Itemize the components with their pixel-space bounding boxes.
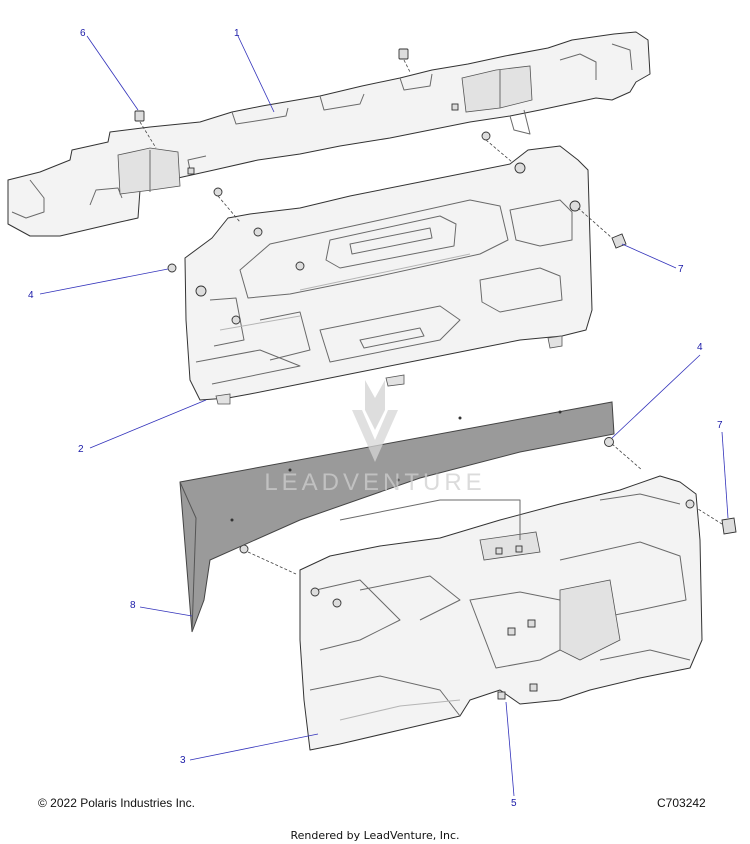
part-3-panel [299,475,703,751]
part-6-clip [134,48,409,122]
callout-1: 1 [234,28,240,39]
assembly-line-f [247,551,297,575]
part-1-bracket [7,31,651,237]
part-4-nut [167,131,614,554]
leader-lines [39,35,729,797]
watermark-text: LEADVENTURE [264,469,485,496]
assembly-line-c [577,207,613,239]
rendered-by-text: Rendered by LeadVenture, Inc. [290,829,460,842]
part-8-sheet [179,401,615,633]
part-2-panel [184,145,593,405]
callout-8: 8 [130,600,136,611]
callout-4-lower: 4 [697,342,703,353]
watermark: LEADVENTURE [264,380,485,496]
drawing-code: C703242 [657,796,706,810]
callouts: 1 6 4 2 7 4 7 8 3 5 [28,28,723,809]
callout-7-upper: 7 [678,264,684,275]
callout-2: 2 [78,444,84,455]
assembly-line-b [485,139,513,163]
assembly-line-6 [139,121,157,149]
callout-7-lower: 7 [717,420,723,431]
assembly-line-6b [403,59,411,73]
callout-5: 5 [511,798,517,809]
assembly-line-d [611,443,643,471]
callout-6: 6 [80,28,86,39]
assembly-line-a [217,195,241,223]
callout-4-upper: 4 [28,290,34,301]
copyright-text: © 2022 Polaris Industries Inc. [38,796,195,810]
callout-3: 3 [180,755,186,766]
